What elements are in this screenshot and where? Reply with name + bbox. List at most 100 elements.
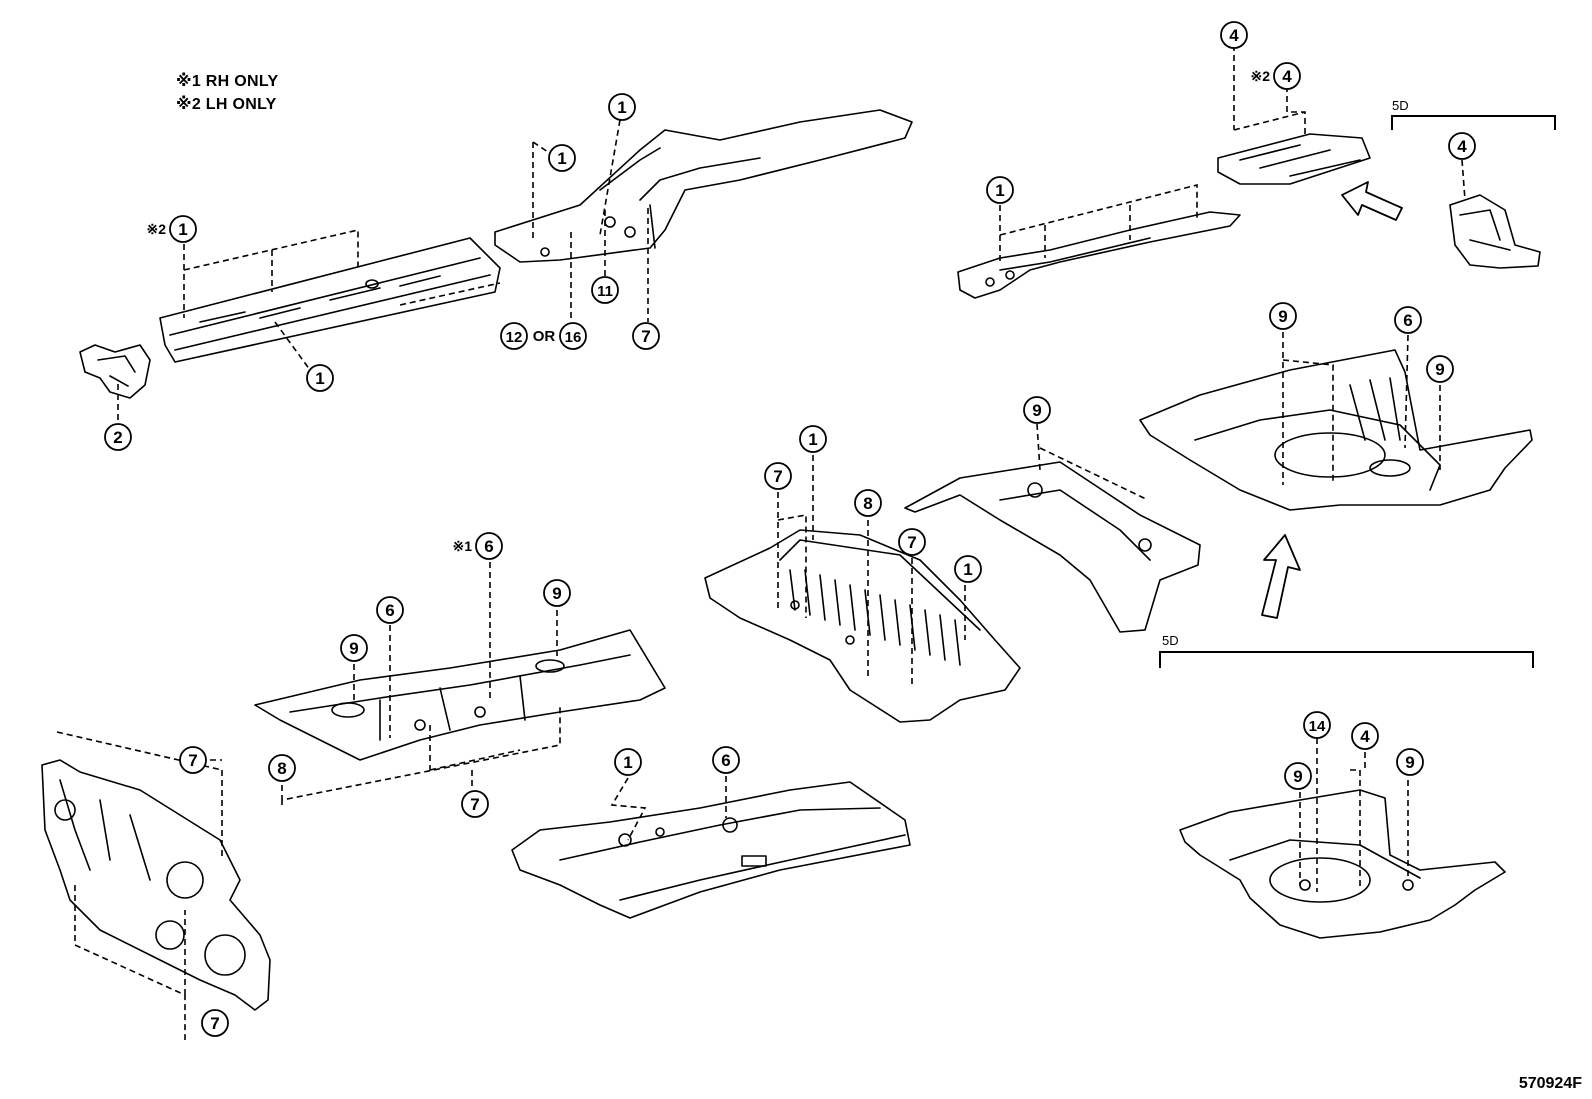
callout-circle — [500, 322, 528, 350]
callout-number: 4 — [1229, 26, 1239, 45]
front-floor-panel-part — [254, 629, 666, 761]
callout-number: 8 — [863, 494, 872, 513]
callout-number: 14 — [1309, 718, 1326, 735]
callout-4: 4 ※2 — [1250, 62, 1301, 90]
callout-1: 1 ※2 — [146, 215, 197, 243]
callout-circle — [1023, 396, 1051, 424]
tunnel-floor-part — [511, 781, 911, 919]
bracket-5d-top-label: 5D — [1392, 98, 1409, 113]
callout-prefix: ※2 — [146, 221, 166, 237]
callout-number: 7 — [470, 795, 479, 814]
callout-circle — [1303, 711, 1331, 739]
small-panel-part-4 — [1217, 133, 1371, 185]
callout-9: 9 — [1269, 302, 1297, 330]
rocker-sill-part — [159, 237, 501, 363]
callout-number: 11 — [597, 283, 613, 300]
callout-number: 9 — [349, 639, 358, 658]
callout-9: 9 — [1023, 396, 1051, 424]
callout-number: 1 — [623, 753, 632, 772]
callout-1: 1 — [799, 425, 827, 453]
callout-1: 1 — [614, 748, 642, 776]
callout-number: 8 — [277, 759, 286, 778]
callout-circle — [608, 93, 636, 121]
callout-circle — [461, 790, 489, 818]
callout-number: 6 — [484, 537, 493, 556]
callout-number: 7 — [210, 1014, 219, 1033]
bracket-5d-mid — [1159, 651, 1534, 668]
note-lh-only: ※2 LH ONLY — [176, 96, 277, 113]
callout-circle — [1396, 748, 1424, 776]
callout-circle — [1269, 302, 1297, 330]
callout-7: 7 — [898, 528, 926, 556]
cross-member-part-9 — [904, 461, 1201, 633]
callout-circle — [854, 489, 882, 517]
callout-circle — [799, 425, 827, 453]
callout-prefix: ※1 — [452, 538, 472, 554]
bracket-5d-top — [1391, 115, 1556, 130]
callout-number: 4 — [1457, 137, 1467, 156]
dash-panel-part — [41, 759, 271, 1011]
connector-or-label: OR — [533, 328, 556, 345]
callout-number: 9 — [1405, 753, 1414, 772]
callout-circle — [764, 462, 792, 490]
callout-1: 1 — [548, 144, 576, 172]
callout-circle — [712, 746, 740, 774]
callout-7: 7 — [201, 1009, 229, 1037]
callout-4: 4 — [1448, 132, 1476, 160]
callout-circle — [340, 634, 368, 662]
bracket-5d-mid-label: 5D — [1162, 633, 1179, 648]
callout-number: 6 — [385, 601, 394, 620]
callout-circle — [632, 322, 660, 350]
callout-circle — [1426, 355, 1454, 383]
callout-circle — [591, 276, 619, 304]
callout-circle — [898, 528, 926, 556]
callout-circle — [1220, 21, 1248, 49]
callout-number: 9 — [1293, 767, 1302, 786]
callout-number: 9 — [552, 584, 561, 603]
callout-circle — [954, 555, 982, 583]
callout-circle — [104, 423, 132, 451]
callout-4: 4 — [1351, 722, 1379, 750]
callout-number: 7 — [641, 327, 650, 346]
callout-9: 9 — [1396, 748, 1424, 776]
callout-number: 7 — [907, 533, 916, 552]
callout-circle — [986, 176, 1014, 204]
callout-circle — [614, 748, 642, 776]
callout-circle — [1351, 722, 1379, 750]
callout-1: 1 — [954, 555, 982, 583]
callout-number: 4 — [1282, 67, 1292, 86]
notes-legend: ※1 RH ONLY ※2 LH ONLY — [176, 70, 278, 116]
callout-number: 9 — [1032, 401, 1041, 420]
callout-circle — [169, 215, 197, 243]
callout-prefix: ※2 — [1250, 68, 1270, 84]
callout-number: 7 — [773, 467, 782, 486]
callout-number: 16 — [565, 329, 582, 346]
callout-7: 7 — [179, 746, 207, 774]
callout-1: 1 — [608, 93, 636, 121]
callout-9: 9 — [340, 634, 368, 662]
callout-circle — [543, 579, 571, 607]
callout-7: 7 — [632, 322, 660, 350]
callout-4: 4 — [1220, 21, 1248, 49]
callout-2: 2 — [104, 423, 132, 451]
callout-number: 1 — [808, 430, 817, 449]
callout-12: 12 — [500, 322, 528, 350]
callout-number: 1 — [178, 220, 187, 239]
callout-9: 9 — [543, 579, 571, 607]
callout-7: 7 — [764, 462, 792, 490]
figure-number: 570924F — [1518, 1075, 1582, 1092]
callout-circle — [1284, 762, 1312, 790]
callout-number: 9 — [1278, 307, 1287, 326]
callout-number: 1 — [315, 369, 324, 388]
center-floor-part — [704, 529, 1021, 723]
callout-number: 12 — [506, 329, 523, 346]
callout-number: 7 — [188, 751, 197, 770]
callout-14: 14 — [1303, 711, 1331, 739]
callout-9: 9 — [1284, 762, 1312, 790]
callout-6: 6 — [712, 746, 740, 774]
callout-circle — [1448, 132, 1476, 160]
callout-1: 1 — [986, 176, 1014, 204]
callout-8: 8 — [854, 489, 882, 517]
callout-circle — [268, 754, 296, 782]
